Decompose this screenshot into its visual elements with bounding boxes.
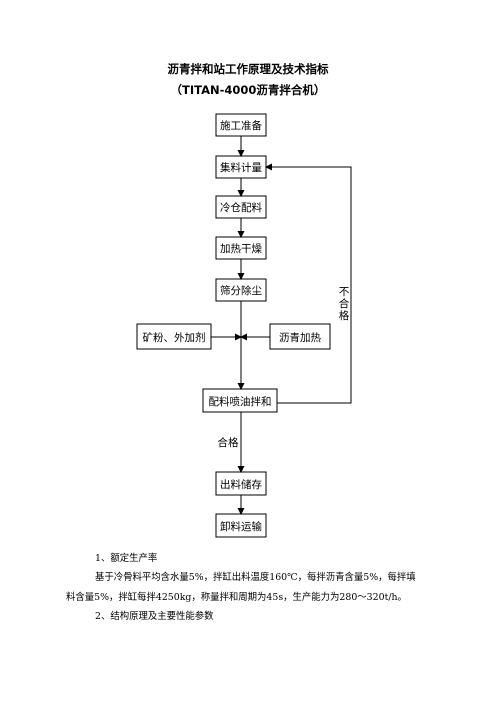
node-storage-label: 出料储存: [220, 478, 262, 491]
arrow-unqualified-feedback: [265, 163, 352, 404]
document-title: 沥青拌和站工作原理及技术指标: [167, 62, 329, 76]
section2-heading: 2、结构原理及主要性能参数: [95, 611, 214, 622]
document-subtitle: （TITAN-4000沥青拌合机）: [170, 83, 326, 97]
node-mixing-label: 配料喷油拌和: [209, 395, 272, 408]
node-asphalt-heating-label: 沥青加热: [279, 331, 321, 344]
node-mineral-powder-label: 矿粉、外加剂: [143, 331, 206, 344]
node-cold-bin-label: 冷仓配料: [220, 201, 262, 214]
unqualified-label-1: 不: [339, 286, 350, 298]
section1-paragraph-line1: 基于冷骨料平均含水量5%，拌缸出料温度160℃，每拌沥青含量5%，每拌填: [95, 572, 416, 583]
unqualified-label-3: 格: [339, 309, 350, 322]
node-screening-label: 筛分除尘: [220, 284, 262, 297]
qualified-label: 合格: [218, 436, 239, 449]
node-metering-label: 集料计量: [220, 161, 262, 174]
section1-paragraph-line2: 料含量5%，拌缸每拌4250kg，称量拌和周期为45s，生产能力为280～320…: [66, 592, 407, 603]
node-prep-label: 施工准备: [220, 119, 262, 132]
node-transport-label: 卸料运输: [220, 520, 262, 533]
unqualified-label-2: 合: [339, 297, 350, 310]
section1-heading: 1、额定生产率: [95, 553, 158, 564]
node-drying-label: 加热干燥: [220, 242, 262, 255]
